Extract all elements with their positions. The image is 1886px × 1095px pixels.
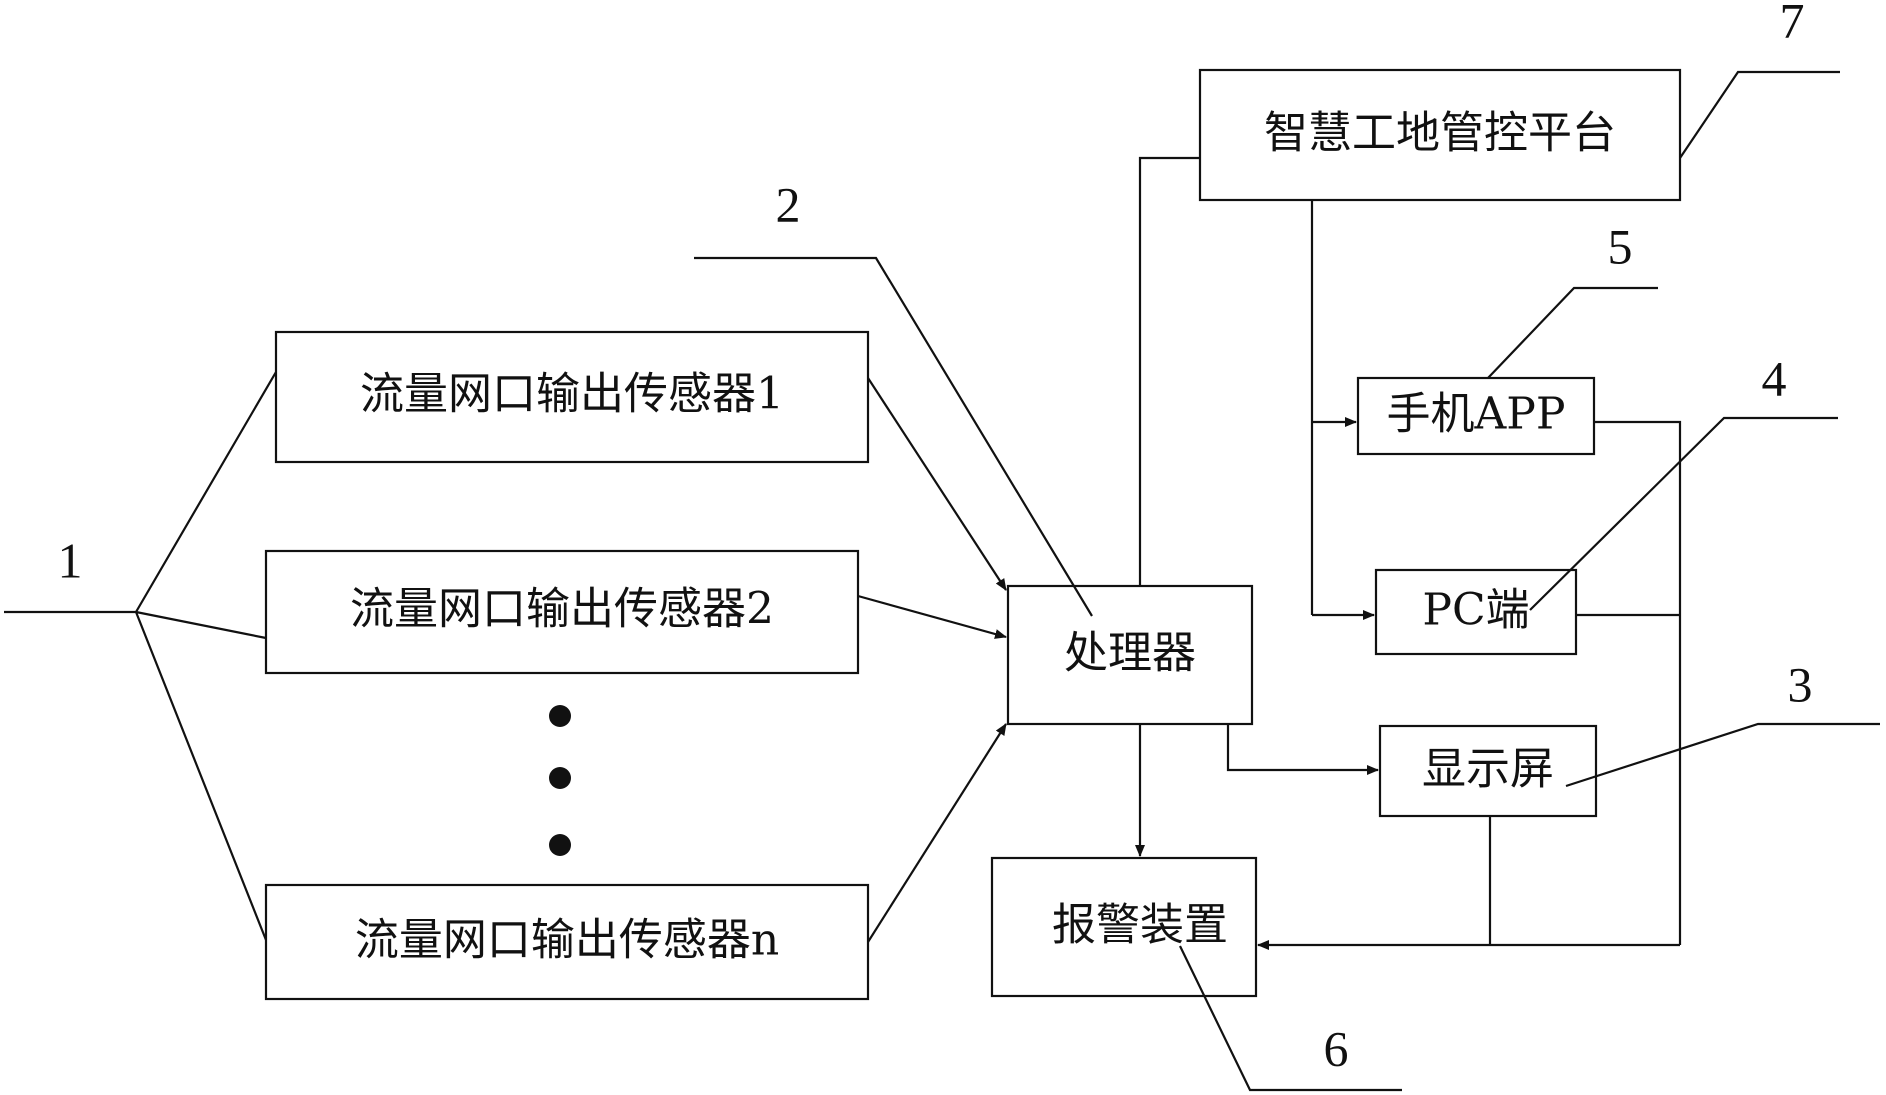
alarm-label: 报警装置 xyxy=(1052,900,1228,951)
callout-5-leader xyxy=(1487,286,1658,379)
sensor-1-label: 流量网口输出传感器1 xyxy=(360,369,784,420)
processor-label: 处理器 xyxy=(1064,628,1196,679)
alarm-node: 报警装置 xyxy=(990,856,1258,998)
callout-4-number: 4 xyxy=(1762,350,1787,406)
display-node: 显示屏 xyxy=(1378,724,1598,818)
sensor-n-node: 流量网口输出传感器n xyxy=(264,883,870,1001)
callout-3: 3 xyxy=(1565,656,1880,788)
callout-3-number: 3 xyxy=(1788,656,1813,712)
platform-label: 智慧工地管控平台 xyxy=(1264,108,1616,159)
ellipsis-dots xyxy=(549,705,571,856)
callout-2-number: 2 xyxy=(776,176,801,232)
callout-1-leader xyxy=(4,371,277,941)
platform-node: 智慧工地管控平台 xyxy=(1198,68,1682,202)
sensor-2-to-processor-arrow xyxy=(857,594,1007,639)
pc-label: PC端 xyxy=(1422,585,1529,636)
sensor-2-label: 流量网口输出传感器2 xyxy=(350,584,774,635)
callout-7-number: 7 xyxy=(1780,0,1805,48)
callout-7: 7 xyxy=(1679,0,1840,159)
callout-6: 6 xyxy=(1179,945,1402,1092)
ellipsis-dot xyxy=(549,834,571,856)
connectors xyxy=(857,156,1682,950)
processor-to-platform-line xyxy=(1138,156,1200,586)
callout-1-number: 1 xyxy=(58,532,83,588)
callout-6-number: 6 xyxy=(1324,1020,1349,1076)
callout-2-leader xyxy=(694,256,1093,617)
app-to-bus-line xyxy=(1594,420,1682,945)
mobile-app-node: 手机APP xyxy=(1356,376,1596,456)
callout-1: 1 xyxy=(4,371,277,941)
callout-7-leader xyxy=(1679,70,1840,159)
sensor-1-node: 流量网口输出传感器1 xyxy=(274,330,870,464)
callout-2: 2 xyxy=(694,176,1093,617)
callout-5-number: 5 xyxy=(1608,218,1633,274)
ellipsis-dot xyxy=(549,767,571,789)
callout-3-leader xyxy=(1565,722,1880,788)
sensor-2-node: 流量网口输出传感器2 xyxy=(264,549,860,675)
display-label: 显示屏 xyxy=(1422,744,1554,795)
processor-to-display-arrow xyxy=(1226,724,1379,775)
callout-5: 5 xyxy=(1487,218,1658,379)
pc-node: PC端 xyxy=(1374,568,1578,656)
sensor-n-to-processor-arrow xyxy=(867,723,1007,943)
ellipsis-dot xyxy=(549,705,571,727)
callout-4-leader xyxy=(1529,416,1838,611)
callout-4: 4 xyxy=(1529,350,1838,611)
mobile-app-label: 手机APP xyxy=(1387,389,1566,440)
sensor-1-to-processor-arrow xyxy=(867,377,1007,591)
sensor-n-label: 流量网口输出传感器n xyxy=(355,915,779,966)
processor-node: 处理器 xyxy=(1006,584,1254,726)
callout-6-leader xyxy=(1179,945,1402,1092)
